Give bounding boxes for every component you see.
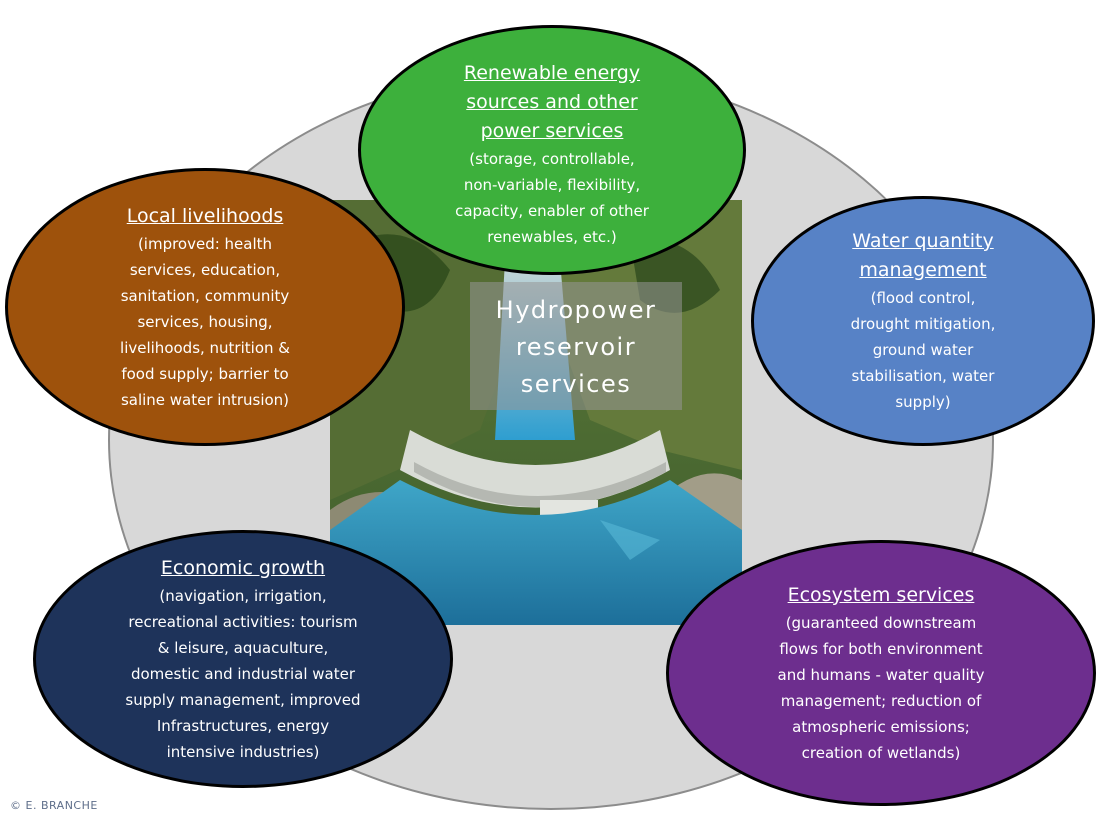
local-livelihoods-title: Local livelihoods	[126, 204, 284, 227]
water-quantity-node: Water quantity management (flood control…	[751, 196, 1095, 446]
copyright-credit: © E. BRANCHE	[10, 799, 98, 812]
local-livelihoods-node: Local livelihoods (improved: health serv…	[5, 168, 405, 446]
ecosystem-services-description: (guaranteed downstream flows for both en…	[777, 613, 985, 762]
local-livelihoods-description: (improved: health services, education, s…	[120, 234, 290, 409]
water-quantity-title: Water quantity management	[852, 230, 994, 281]
center-label: Hydropower reservoir services	[470, 282, 682, 410]
renewable-energy-description: (storage, controllable, non-variable, fl…	[455, 149, 649, 246]
renewable-energy-node: Renewable energy sources and other power…	[358, 25, 746, 275]
economic-growth-description: (navigation, irrigation, recreational ac…	[125, 586, 361, 761]
ecosystem-services-node: Ecosystem services (guaranteed downstrea…	[666, 540, 1096, 806]
ecosystem-services-title: Ecosystem services	[787, 583, 975, 606]
renewable-energy-title: Renewable energy sources and other power…	[463, 61, 641, 142]
economic-growth-node: Economic growth (navigation, irrigation,…	[33, 530, 453, 788]
economic-growth-title: Economic growth	[160, 556, 326, 579]
water-quantity-description: (flood control, drought mitigation, grou…	[850, 289, 996, 411]
